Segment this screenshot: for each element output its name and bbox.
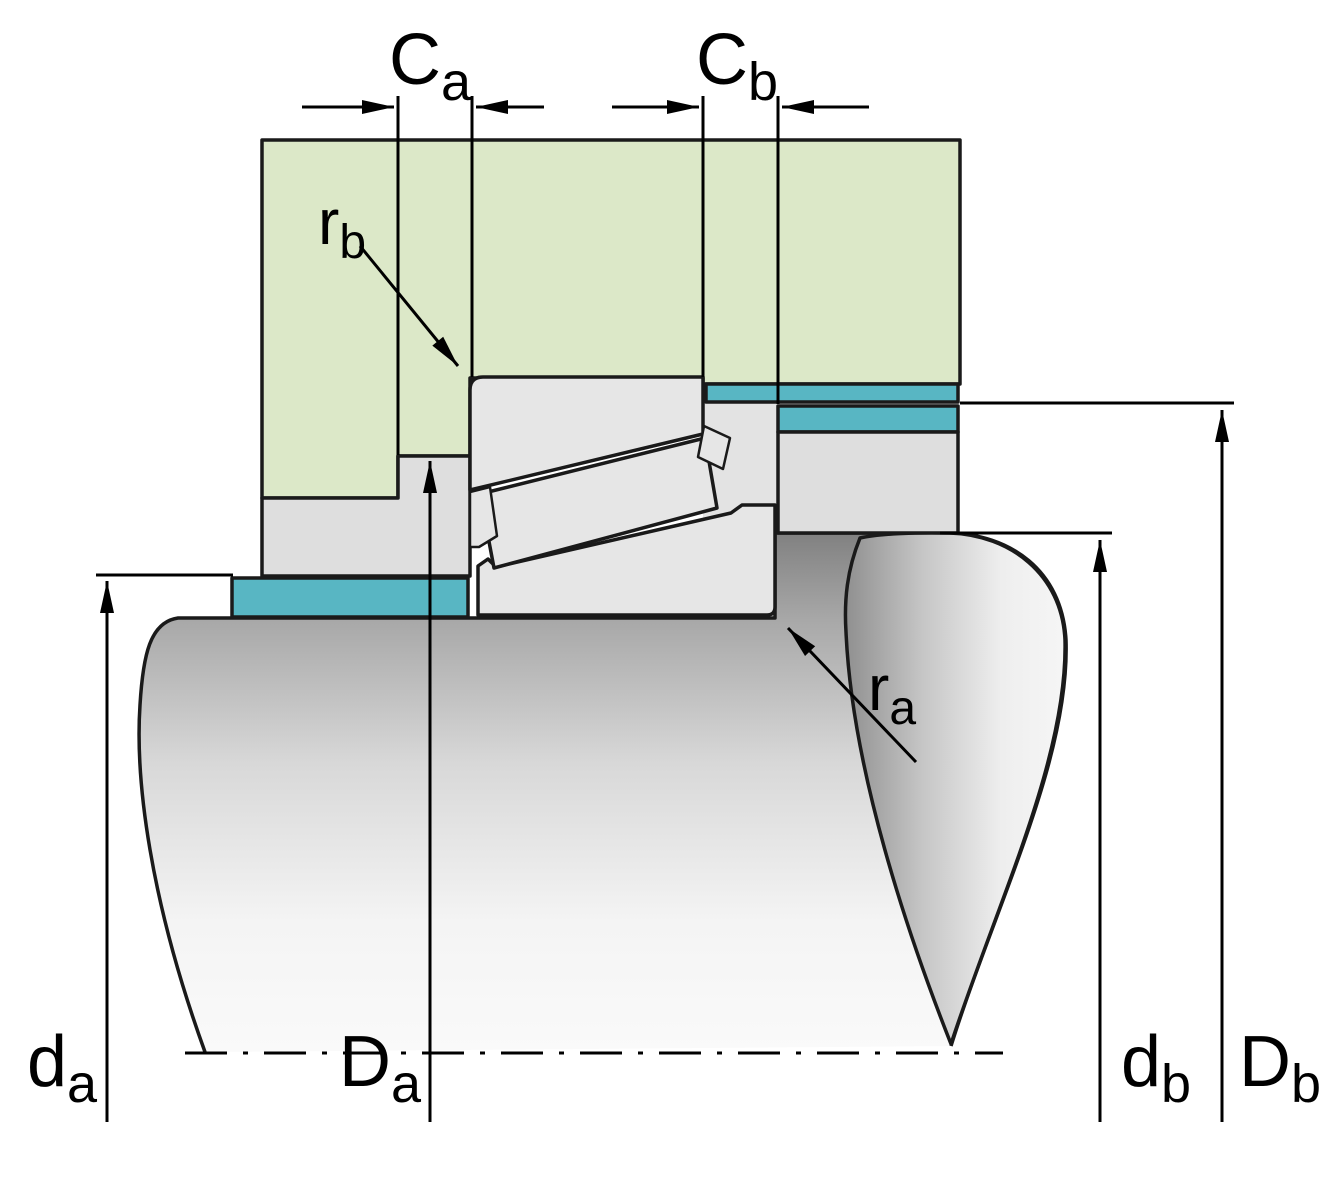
label-ca: Ca <box>389 20 472 112</box>
abutment-ring-left <box>230 576 470 619</box>
label-Db: Db <box>1239 1022 1321 1114</box>
label-db: db <box>1121 1022 1191 1114</box>
bearing-outer-ring <box>468 375 705 492</box>
label-cb: Cb <box>696 20 778 112</box>
bearing-cage-detail-left <box>468 485 499 549</box>
label-ra: ra <box>868 652 916 735</box>
bearing-cage-detail-right <box>696 424 732 471</box>
label-Da: Da <box>339 1022 422 1114</box>
spacer-right <box>776 430 960 535</box>
abutment-ring-right-lower <box>776 404 960 434</box>
rb-leader-arrow <box>358 245 460 367</box>
shaft-shoulder-fillet <box>843 531 1067 1046</box>
label-da: da <box>27 1022 98 1114</box>
abutment-ring-right-upper <box>704 382 960 404</box>
label-rb: rb <box>318 186 366 269</box>
shaft-section <box>139 533 1067 1052</box>
bearing-roller <box>478 436 719 570</box>
ra-leader-arrow <box>786 626 918 764</box>
